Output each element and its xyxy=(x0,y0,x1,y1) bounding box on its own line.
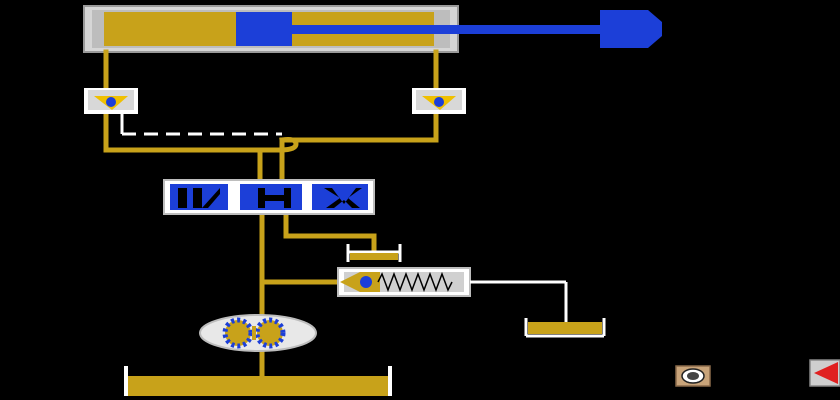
back-button[interactable] xyxy=(809,359,840,387)
pilot-check-valve-left xyxy=(84,88,138,114)
relief-valve xyxy=(337,267,568,322)
hydraulic-cylinder xyxy=(83,5,662,53)
tank-symbol-relief xyxy=(524,318,606,338)
relief-spring xyxy=(377,271,453,293)
arrow-left-icon xyxy=(814,362,838,384)
sound-button[interactable] xyxy=(675,365,711,387)
directional-control-valve xyxy=(163,179,375,215)
piston-rod xyxy=(292,25,610,34)
rod-clevis xyxy=(600,10,662,48)
tank-symbol-valve xyxy=(346,244,402,262)
reservoir xyxy=(124,366,392,396)
gear-pump xyxy=(199,314,317,352)
cylinder-cap-chamber xyxy=(104,12,236,46)
fluid-lines xyxy=(103,49,439,383)
pilot-line xyxy=(120,112,282,136)
piston xyxy=(236,12,292,46)
speaker-icon xyxy=(681,368,705,384)
pilot-check-valve-right xyxy=(412,88,466,114)
